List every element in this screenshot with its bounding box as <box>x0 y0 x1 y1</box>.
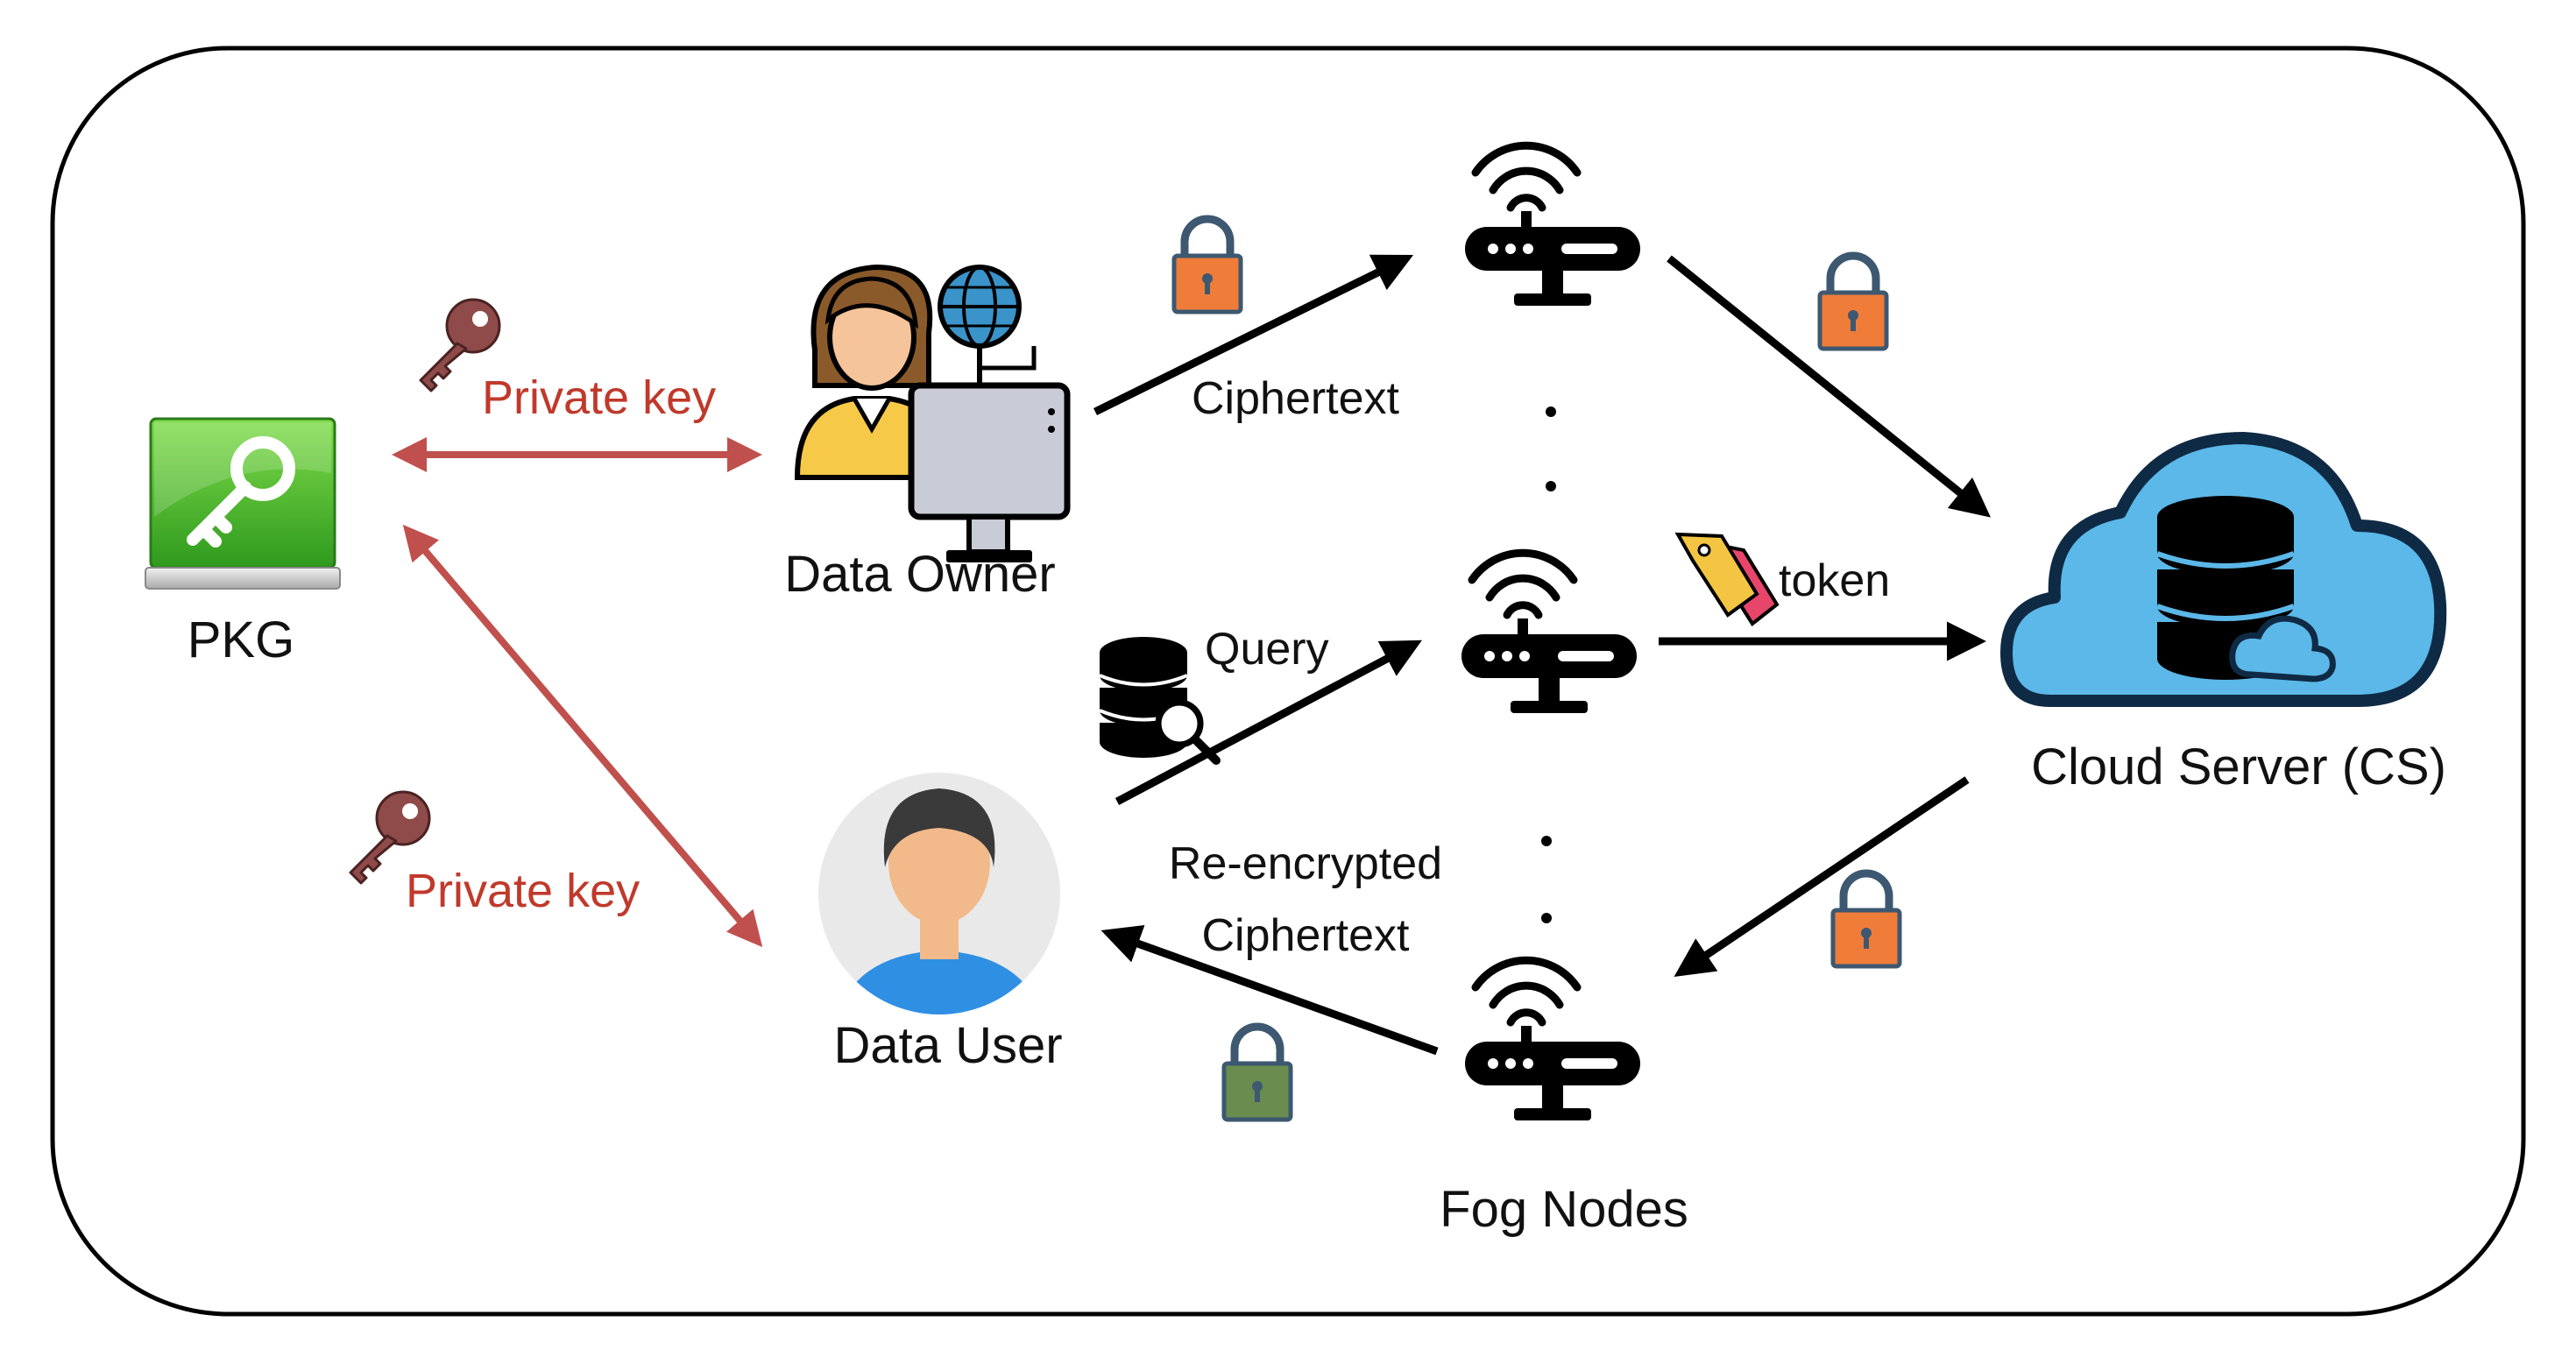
private-key-label-owner: Private key <box>482 371 716 424</box>
pkg-label: PKG <box>188 611 295 668</box>
fog-nodes-label: Fog Nodes <box>1440 1181 1688 1238</box>
data-owner-label: Data Owner <box>784 546 1055 603</box>
ciphertext-arrow <box>1093 254 1414 416</box>
reencrypted-arrow <box>1100 925 1439 1056</box>
reencrypted-label-line1: Re-encrypted <box>1169 838 1442 889</box>
reencrypted-label-line2: Ciphertext <box>1202 910 1411 961</box>
cloud-to-fog-arrow <box>1674 776 1970 978</box>
cloud-database-icon <box>2000 432 2447 707</box>
private-key-arrow-user <box>402 524 763 948</box>
query-arrow <box>1115 640 1422 805</box>
cloud-server-label: Cloud Server (CS) <box>2031 739 2446 795</box>
ciphertext-label: Ciphertext <box>1192 373 1400 424</box>
private-key-label-user: Private key <box>406 865 640 917</box>
fog-node-ellipsis-bottom <box>1541 836 1552 923</box>
fog-node-ellipsis-top <box>1546 406 1556 491</box>
fog-to-cloud-arrow <box>1667 255 1992 518</box>
data-user-label: Data User <box>833 1017 1062 1074</box>
query-label: Query <box>1205 624 1329 675</box>
key-card-icon <box>145 417 341 590</box>
outer-frame <box>50 46 2526 1317</box>
person-with-computer-icon <box>794 264 1071 562</box>
user-avatar-icon <box>818 773 1060 1014</box>
database-search-icon <box>1099 637 1221 765</box>
tag-icon <box>1674 532 1780 626</box>
token-label: token <box>1779 555 1890 606</box>
